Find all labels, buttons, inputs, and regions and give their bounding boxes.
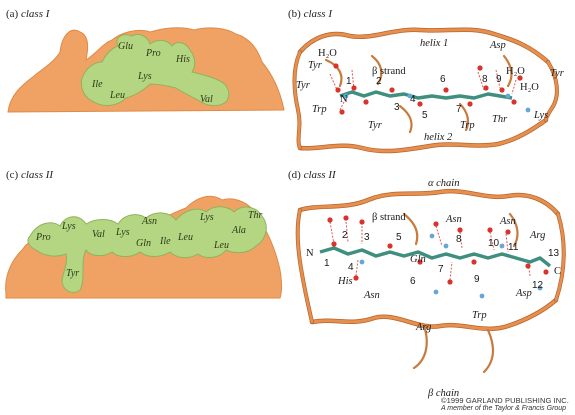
label-tyr-d: Tyr [550, 68, 565, 79]
label-arg-b: Arg [415, 322, 431, 333]
position-7: 7 [438, 264, 444, 275]
panel-d-label: (d) class II [288, 169, 337, 181]
label-arg-a: Arg [529, 230, 545, 241]
label-c-terminus: C [554, 266, 561, 277]
position-8: 8 [482, 74, 488, 85]
label-gln: Gln [410, 254, 426, 265]
svg-text:2: 2 [376, 76, 382, 87]
peptide-atoms-class2 [327, 215, 549, 299]
residue-ile: Ile [159, 236, 171, 247]
position-5: 5 [422, 110, 428, 121]
peptide-class2 [27, 206, 267, 293]
position-3: 3 [364, 232, 370, 243]
label-n-terminus: N [306, 248, 314, 259]
residue-pro: Pro [145, 48, 161, 59]
label-strand: β strand [372, 66, 406, 77]
panel-c: (c) class II Pro Lys Val Lys Asn Gln Ile… [5, 169, 282, 299]
label-water-2: H₂O [506, 66, 525, 77]
position-numbers-class1: 1 2 3 4 5 6 7 8 9 [346, 74, 502, 121]
label-asp: Asp [515, 288, 532, 299]
label-asn-c: Asn [363, 290, 380, 301]
label-strand: β strand [372, 212, 406, 223]
residue-ile: Ile [91, 79, 103, 90]
position-11: 11 [508, 242, 519, 253]
position-7: 7 [456, 104, 462, 115]
label-tyr-b: Tyr [296, 80, 311, 91]
label-tyr-c: Tyr [368, 120, 383, 131]
panel-c-label: (c) class II [6, 169, 54, 181]
position-5: 5 [396, 232, 402, 243]
peptide-class1 [81, 33, 230, 107]
panel-a-label: (a) class I [6, 8, 51, 20]
label-asn-a: Asn [445, 214, 462, 225]
residue-thr: Thr [248, 210, 263, 221]
svg-text:1: 1 [346, 76, 352, 87]
residue-his: His [175, 54, 190, 65]
label-asn-b: Asn [499, 216, 516, 227]
panel-a: (a) class I Glu Pro His Lys Ile Leu Val [6, 8, 285, 113]
residue-val: Val [200, 94, 213, 105]
peptide-backbone-class1 [339, 90, 513, 100]
label-lys: Lys [533, 110, 548, 121]
position-4: 4 [348, 262, 354, 273]
position-12: 12 [532, 280, 544, 291]
position-6: 6 [410, 276, 416, 287]
residue-leu-2: Leu [213, 240, 229, 251]
residue-lys-1: Lys [61, 221, 76, 232]
residue-ala: Ala [231, 225, 246, 236]
peptide-atoms-class1 [333, 63, 531, 115]
position-9: 9 [496, 74, 502, 85]
position-numbers-class2: 1 2 3 4 5 6 7 8 9 10 11 12 13 [324, 230, 560, 291]
label-thr: Thr [492, 114, 508, 125]
copyright-notice: ©1999 GARLAND PUBLISHING INC. A member o… [441, 396, 569, 412]
copyright-line-1: ©1999 GARLAND PUBLISHING INC. [440, 396, 569, 405]
residue-leu: Leu [109, 90, 125, 101]
panel-d: (d) class II [288, 169, 566, 399]
position-4: 4 [410, 94, 416, 105]
hbond-lines-class1 [329, 69, 517, 111]
label-trp-a: Trp [312, 104, 327, 115]
position-1: 1 [324, 258, 330, 269]
label-water-1: H₂O [318, 48, 337, 59]
label-asp: Asp [489, 40, 506, 51]
residue-glu: Glu [118, 41, 133, 52]
peptide-backbone-class2 [319, 246, 552, 268]
residue-pro: Pro [35, 232, 51, 243]
position-6: 6 [440, 74, 446, 85]
residue-lys-3: Lys [199, 212, 214, 223]
position-13: 13 [548, 248, 560, 259]
label-water-3: H₂O [520, 82, 539, 93]
position-8: 8 [456, 234, 462, 245]
panel-b: (b) class I [288, 8, 565, 154]
residue-gln: Gln [136, 238, 151, 249]
residue-val: Val [92, 229, 105, 240]
label-beta-chain: β chain [427, 388, 459, 399]
label-trp-b: Trp [460, 120, 475, 131]
label-helix1: helix 1 [420, 38, 448, 49]
label-helix2: helix 2 [424, 132, 453, 143]
residue-lys-2: Lys [115, 227, 130, 238]
position-9: 9 [474, 274, 480, 285]
label-tyr-a: Tyr [308, 60, 323, 71]
residue-asn: Asn [141, 216, 157, 227]
label-alpha-chain: α chain [428, 178, 459, 189]
residue-tyr: Tyr [66, 268, 79, 279]
hbond-lines-class2 [329, 221, 531, 281]
label-n-terminus: N [340, 94, 348, 105]
residue-lys: Lys [137, 71, 152, 82]
position-2: 2 [342, 230, 348, 241]
panel-b-label: (b) class I [288, 8, 333, 20]
residue-leu-1: Leu [177, 232, 193, 243]
position-10: 10 [488, 238, 500, 249]
label-trp: Trp [472, 310, 487, 321]
position-3: 3 [394, 102, 400, 113]
mhc-ribbons-class1 [292, 27, 559, 154]
copyright-line-2: A member of the Taylor & Francis Group [440, 405, 567, 412]
label-his: His [337, 276, 353, 287]
mhc-ribbons-class2 [295, 188, 566, 374]
